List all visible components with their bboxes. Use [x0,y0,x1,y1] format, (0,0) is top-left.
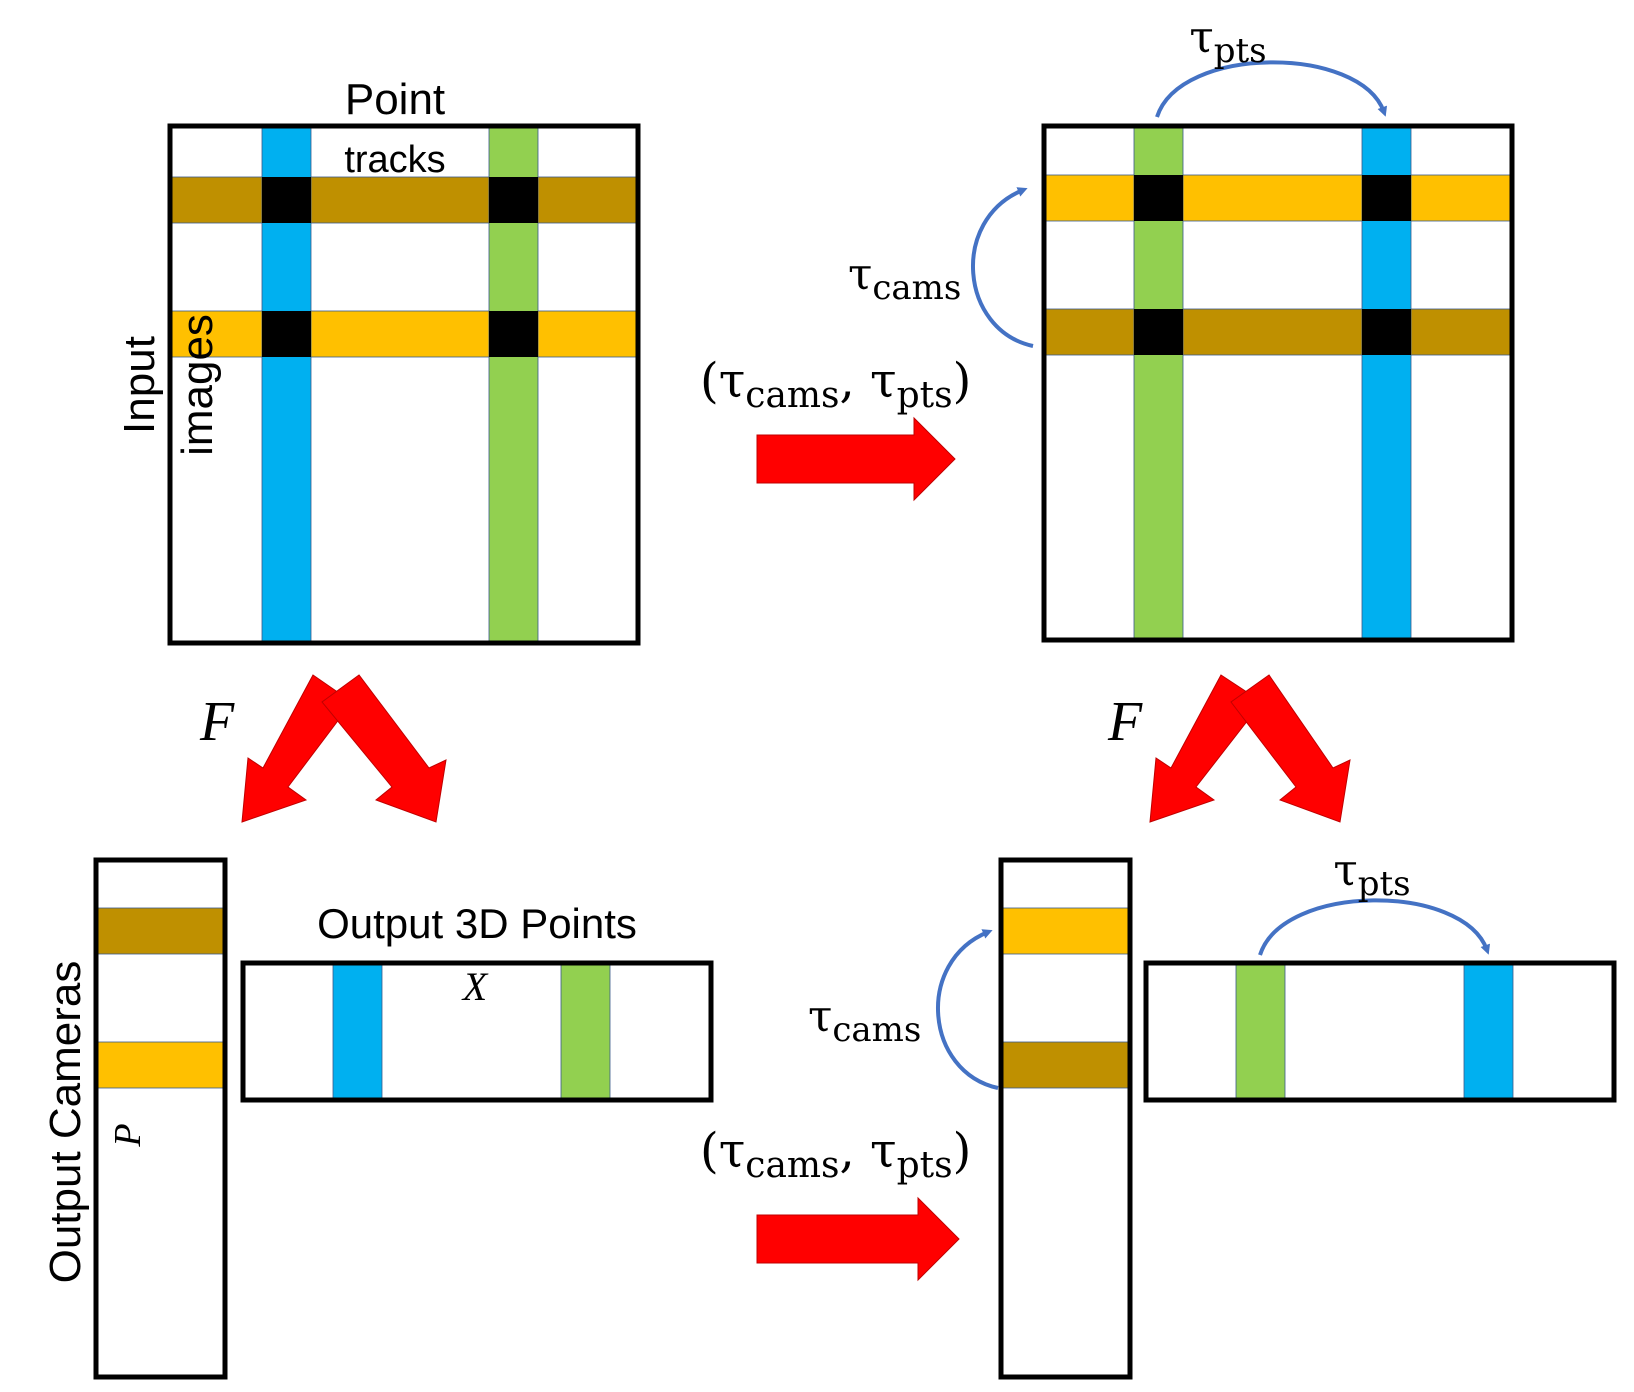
intersection-cell [489,177,538,223]
points-background [243,963,711,1100]
tau-symbol: τ [1189,12,1213,63]
transform-open: (τ [700,353,745,409]
input-label-text: Input [115,336,164,434]
tau-symbol: τ [1333,845,1357,896]
brown-image-row [1043,308,1513,356]
f-arrow-to-points [1230,674,1351,823]
input-track-matrix [167,123,641,646]
points-frame [240,960,714,1103]
transform-sub-pts: pts [897,375,953,416]
tau-symbol: τ [848,249,872,300]
intersection-cell [262,177,311,223]
intersection-cell [1362,175,1411,221]
output-cameras-column [93,857,228,1380]
cameras-frame [93,857,228,1380]
transform-arrow-top [756,416,956,502]
tau-pts-label: τpts [1189,12,1266,71]
intersection-cell [1362,309,1411,355]
tau-cams-label: τcams [848,249,961,308]
map-f-label-right: F [1107,691,1143,753]
cameras-frame [998,857,1133,1380]
yellow-camera-row [95,1041,226,1089]
yellow-image-row [169,310,639,358]
transform-mid: , τ [840,353,897,409]
yellow-image-row [1043,174,1513,222]
transform-label-top: (τcams, τpts) [700,353,971,416]
tau-subscript: pts [1358,864,1411,904]
intersection-cell [489,311,538,357]
tau-cams-label: τcams [808,991,921,1050]
cameras-symbol: P [107,1123,149,1147]
transform-sub-pts: pts [897,1145,953,1186]
f-arrow-to-points [321,674,447,823]
tau-cams-arc [936,929,999,1090]
transform-sub-cams: cams [745,1145,839,1186]
intersection-cell [1134,309,1183,355]
blue-point-column [1463,962,1514,1101]
input-images-label: Input images [115,314,222,456]
transform-arrow-bottom [756,1196,960,1282]
transform-close: ) [953,1123,972,1179]
output-cameras-label: Output Cameras [41,961,90,1284]
tau-cams-arc [971,187,1034,348]
output-points-row [240,960,714,1103]
tau-subscript: cams [832,1010,921,1050]
matrix-frame [1041,123,1515,643]
green-point-column [560,962,611,1101]
matrix-frame [167,123,641,646]
green-point-column [1235,962,1286,1101]
point-label: Point [345,75,445,124]
transform-close: ) [953,353,972,409]
tau-pts-arc [1155,60,1388,118]
tau-pts-label: τpts [1333,845,1410,904]
permuted-points-row [1143,960,1617,1103]
tau-subscript: cams [872,268,961,308]
points-symbol: X [461,964,489,1009]
output-points-label: Output 3D Points [317,900,637,947]
yellow-camera-row [1000,907,1131,955]
tau-symbol: τ [808,991,832,1042]
blue-point-column [332,962,383,1101]
tau-subscript: pts [1214,31,1267,71]
images-label-text: images [173,314,222,456]
permuted-cameras-column [998,857,1133,1380]
intersection-cell [1134,175,1183,221]
transform-sub-cams: cams [745,375,839,416]
points-background [1146,963,1614,1100]
brown-camera-row [95,907,226,955]
permuted-track-matrix [1041,123,1515,643]
transform-mid: , τ [840,1123,897,1179]
brown-image-row [169,176,639,224]
map-f-label-left: F [199,691,235,753]
transform-open: (τ [700,1123,745,1179]
tracks-label: tracks [344,139,445,181]
points-frame [1143,960,1617,1103]
brown-camera-row [1000,1041,1131,1089]
tau-pts-arc [1258,898,1491,956]
intersection-cell [262,311,311,357]
transform-label-bottom: (τcams, τpts) [700,1123,971,1186]
